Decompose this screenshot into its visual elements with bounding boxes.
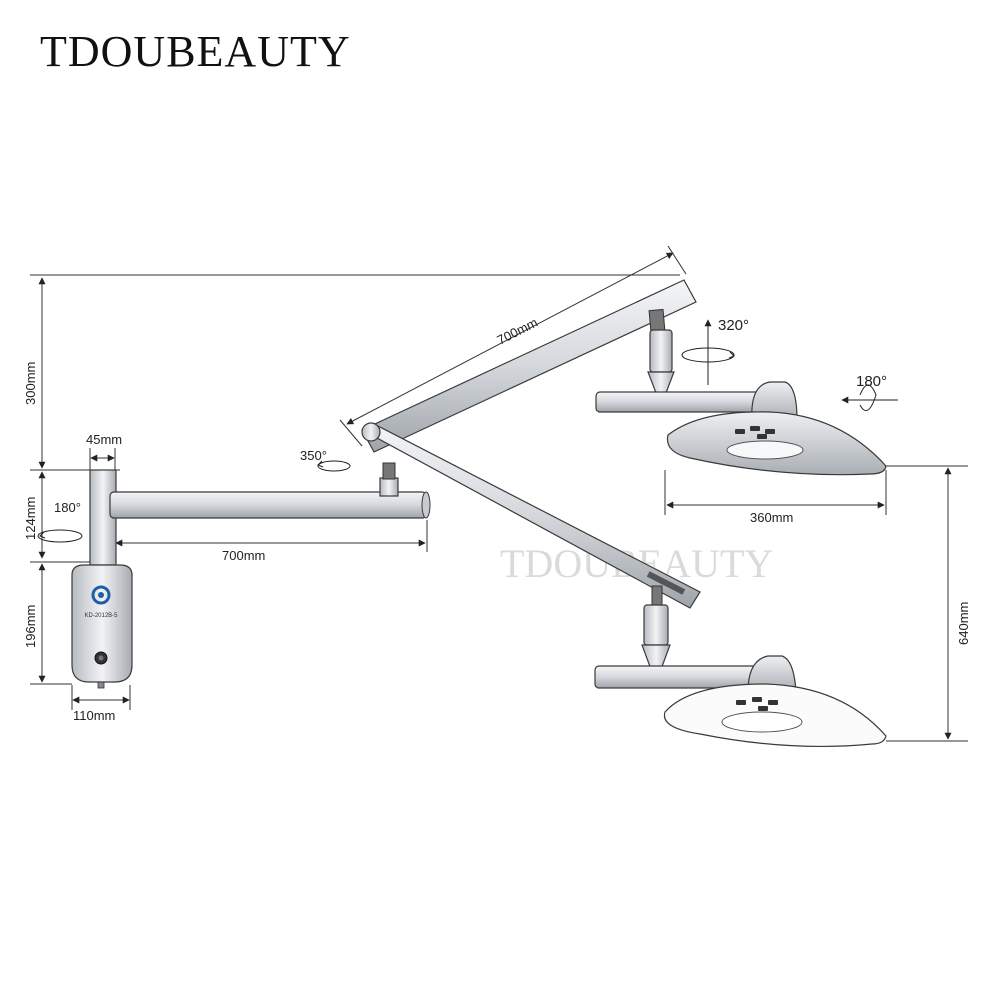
dim-head-width: 360mm: [750, 510, 793, 525]
head-rotation-indicator: [681, 319, 735, 385]
dim-post-width: 45mm: [86, 432, 122, 447]
joint-rotation-indicator: [317, 460, 351, 472]
base-housing: [71, 564, 133, 683]
dim-arm-upper: 700mm: [495, 315, 540, 348]
brand-logo-icon: [91, 585, 111, 605]
lower-diagonal-arm: [361, 422, 701, 609]
dim-base-height: 196mm: [23, 605, 38, 648]
dimension-lines: [30, 245, 968, 742]
tilt-rotation-label: 180°: [856, 373, 887, 390]
brand-title: TDOUBEAUTY: [40, 27, 351, 76]
joint-rotation-label: 350°: [300, 448, 327, 463]
dim-arm-lower: 700mm: [222, 548, 265, 563]
dim-joint-height: 124mm: [23, 497, 38, 540]
upper-diagonal-arm: [361, 279, 697, 453]
upper-lamp-head: [595, 329, 887, 476]
dim-drop-height: 640mm: [956, 602, 971, 645]
base-rotation-label: 180°: [54, 500, 81, 515]
head-rotation-label: 320°: [718, 317, 749, 334]
tilt-rotation-indicator: [841, 384, 898, 412]
lower-lamp-head: [594, 585, 887, 748]
arm-joint: [379, 477, 399, 497]
dim-height-top: 300mm: [23, 362, 38, 405]
model-label: KD-2012B-5: [84, 613, 118, 619]
horizontal-arm: [109, 462, 431, 519]
dim-base-width: 110mm: [73, 708, 115, 723]
base-rotation-indicator: [37, 529, 83, 543]
